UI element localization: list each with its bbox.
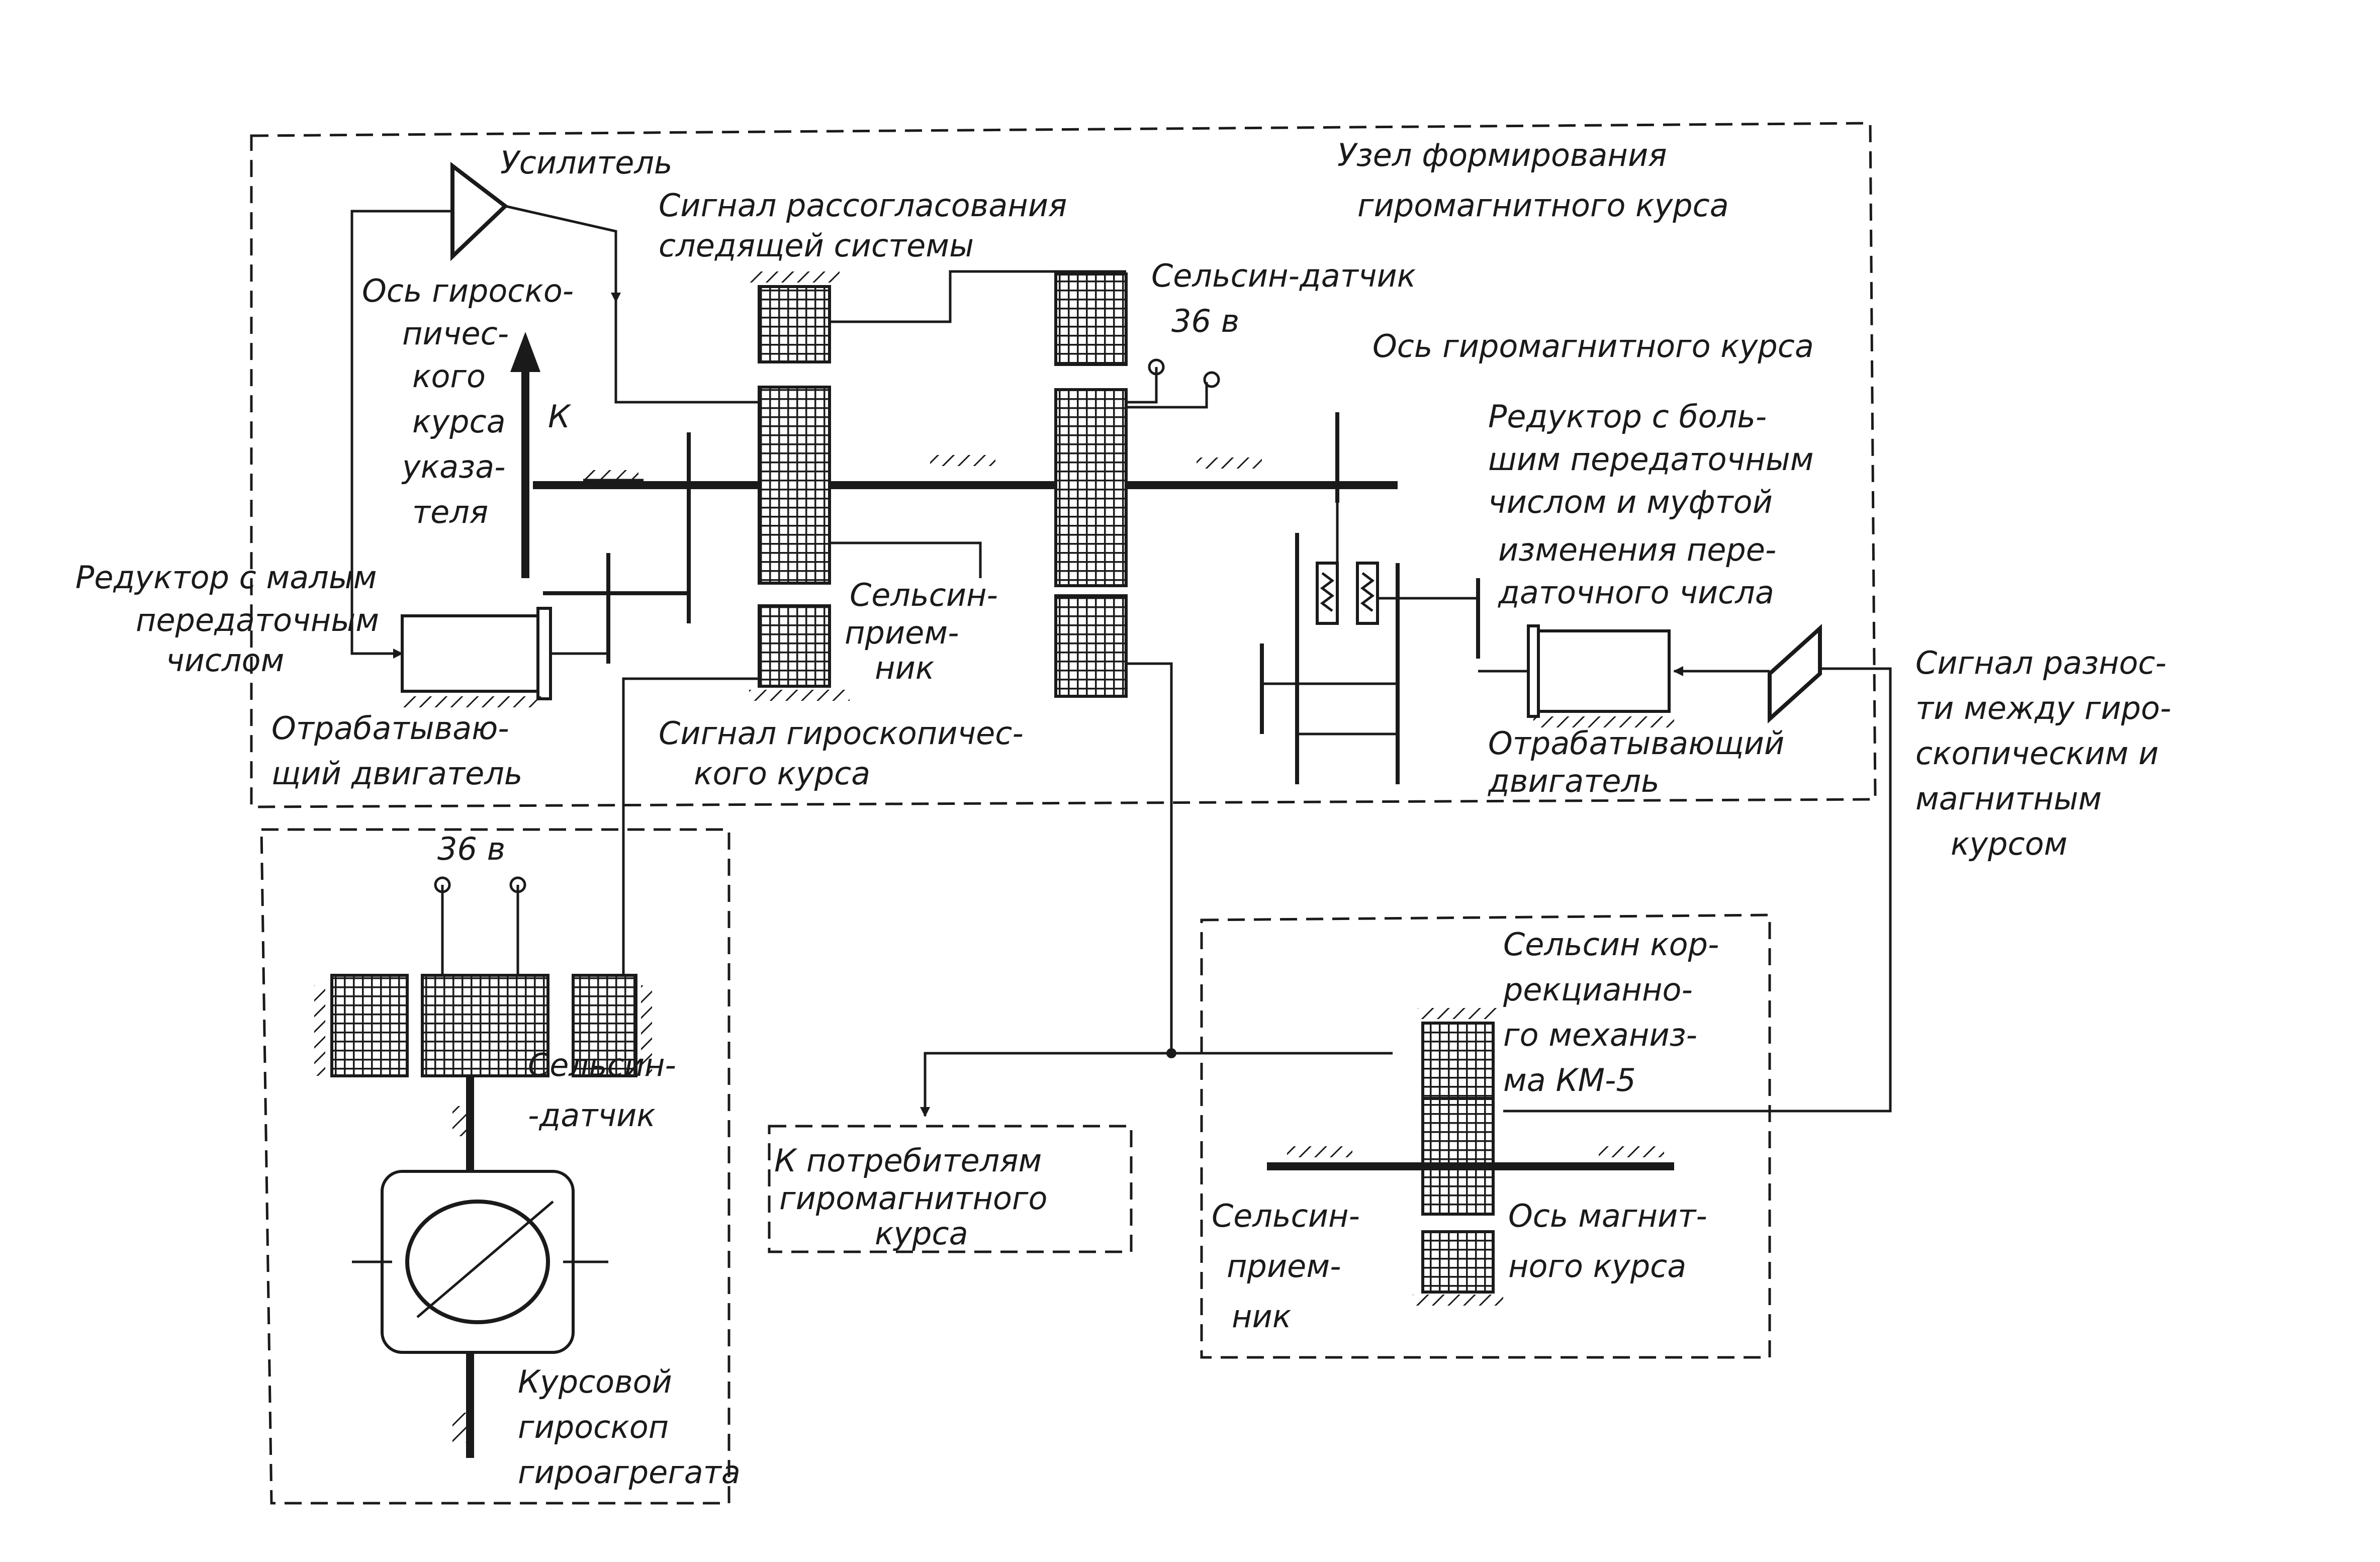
- label-correction-1: Сельсин кор-: [1503, 926, 1719, 963]
- label-mismatch-2: следящей системы: [659, 227, 974, 264]
- amplifier-right: [1503, 624, 1892, 1113]
- label-motor-right-1: Отрабатывающий: [1488, 725, 1784, 762]
- small-reducer-gears: [543, 432, 691, 664]
- label-selsyn-sensor-bottom-1: Сельсин-: [528, 1047, 676, 1083]
- label-amplifier: Усилитель: [500, 144, 673, 181]
- label-motor-right-2: двигатель: [1488, 763, 1660, 799]
- label-voltage-bottom: 36 в: [437, 831, 505, 867]
- selsyn-stator-top-left: [749, 271, 840, 363]
- label-gyro-signal-2: кого курса: [694, 755, 870, 792]
- label-diff-signal-5: курсом: [1951, 825, 2067, 862]
- label-voltage-top: 36 в: [1171, 303, 1239, 339]
- label-mismatch-1: Сигнал рассогласования: [659, 187, 1067, 224]
- main-shaft-left: [533, 470, 764, 489]
- label-consumers-2: гиромагнитного: [779, 1180, 1047, 1217]
- label-gyro-1: Курсовой: [518, 1363, 672, 1400]
- correction-mechanism-boundary: [1200, 913, 1771, 1359]
- label-diff-signal-1: Сигнал разнос-: [1915, 645, 2166, 681]
- label-gyro-axis-5: указа-: [401, 448, 505, 485]
- label-mag-axis-1: Ось магнит-: [1508, 1198, 1707, 1234]
- selsyn-receiver-top: [749, 541, 982, 701]
- label-small-reducer-3: числом: [166, 642, 284, 679]
- label-selsyn-sensor-bottom-2: -датчик: [528, 1097, 656, 1134]
- label-selsyn-receiver-bottom-3: ник: [1232, 1298, 1292, 1335]
- label-correction-4: ма КМ-5: [1503, 1062, 1636, 1098]
- motor-left: [352, 607, 608, 707]
- consumers-box: [768, 1125, 1133, 1253]
- label-selsyn-receiver-bottom-1: Сельсин-: [1212, 1198, 1360, 1234]
- label-small-reducer-1: Редуктор с малым: [75, 559, 377, 596]
- label-node-title-1: Узел формирования: [1337, 137, 1667, 173]
- label-big-reducer-4: изменения пере-: [1498, 531, 1776, 568]
- label-big-reducer-3: числом и муфтой: [1488, 484, 1773, 520]
- gyro-selsyn-sensor: [314, 876, 652, 1077]
- label-selsyn-receiver-top-1: Сельсин-: [850, 577, 998, 613]
- label-gyro-axis-6: теля: [412, 494, 488, 530]
- label-big-reducer-5: даточного числа: [1498, 574, 1774, 611]
- label-selsyn-sensor-top: Сельсин-датчик: [1151, 257, 1416, 294]
- correction-selsyn: [1267, 1008, 1674, 1306]
- sensor-output-wire: [920, 662, 1393, 1117]
- label-big-reducer-1: Редуктор с боль-: [1488, 398, 1767, 435]
- gyro-pointer-arrow: [510, 332, 540, 578]
- label-correction-3: го механиз-: [1503, 1017, 1697, 1053]
- label-big-reducer-2: шим передаточным: [1488, 441, 1814, 478]
- label-gyro-axis-3: кого: [412, 358, 486, 395]
- label-diff-signal-2: ти между гиро-: [1915, 690, 2171, 726]
- gyro-gimbal: [352, 1076, 608, 1458]
- label-gyro-2: гироскоп: [518, 1409, 669, 1445]
- label-gyro-3: гироагрегата: [518, 1454, 741, 1491]
- label-diff-signal-4: магнитным: [1915, 780, 2102, 817]
- label-motor-left-1: Отрабатываю-: [271, 710, 509, 747]
- label-mag-axis-2: ного курса: [1508, 1248, 1686, 1284]
- selsyn-rotor-left: [758, 386, 831, 585]
- label-diff-signal-3: скопическим и: [1915, 735, 2159, 772]
- label-node-title-2: гиромагнитного курса: [1357, 187, 1729, 224]
- gyro-unit-boundary: [260, 828, 730, 1505]
- node-boundary: [250, 122, 1877, 808]
- label-gm-axis: Ось гиромагнитного курса: [1372, 328, 1814, 364]
- label-k: К: [548, 398, 572, 435]
- label-gyro-axis-4: курса: [412, 403, 506, 440]
- label-gyro-axis-1: Ось гироско-: [362, 272, 574, 309]
- label-consumers-3: курса: [875, 1215, 968, 1252]
- label-selsyn-receiver-top-2: прием-: [845, 614, 959, 651]
- label-motor-left-2: щий двигатель: [271, 755, 522, 792]
- motor-right: [1478, 624, 1674, 727]
- label-correction-2: рекцианно-: [1503, 971, 1693, 1008]
- label-small-reducer-2: передаточным: [136, 602, 379, 638]
- gyro-signal-wire: [622, 677, 759, 945]
- label-gyro-signal-1: Сигнал гироскопичес-: [659, 715, 1024, 752]
- big-reducer: [1260, 412, 1480, 784]
- label-selsyn-receiver-bottom-2: прием-: [1227, 1248, 1341, 1284]
- label-selsyn-receiver-top-3: ник: [875, 650, 935, 686]
- label-consumers-1: К потребителям: [774, 1142, 1042, 1179]
- selsyn-sensor-top: [830, 270, 1220, 698]
- label-gyro-axis-2: пичес-: [402, 315, 509, 352]
